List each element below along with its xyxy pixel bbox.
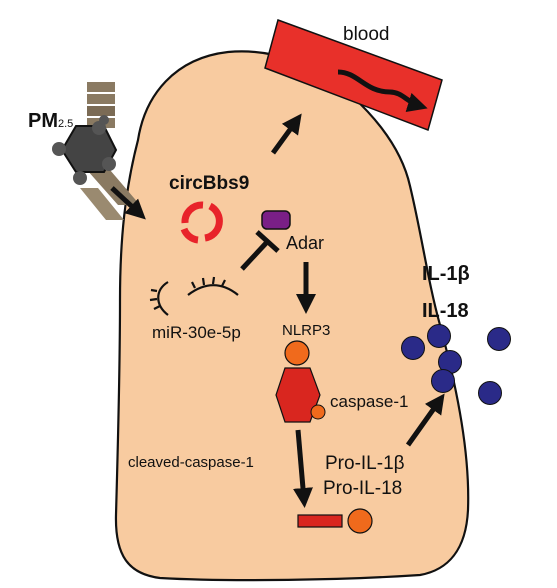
circbbs9-label: circBbs9 [169,173,249,194]
il1b-label: IL-1β [422,263,470,285]
pm25-label: PM2.5 [28,110,73,132]
mirna-icon [149,276,239,316]
arrow-to-cleaved-caspase1 [293,429,313,508]
adar-label: Adar [286,233,324,253]
cleaved-caspase1-icon [297,508,373,534]
blood-label: blood [343,24,390,45]
cytokine-particles [401,324,511,405]
arrow-cytokine-release [405,393,445,447]
il18-label: IL-18 [422,300,469,322]
blood-vessel [264,19,443,131]
nlrp3-label: NLRP3 [282,322,330,339]
pro-il18-label: Pro-IL-18 [323,478,402,499]
circbbs9-ring-icon [180,201,223,244]
adar-protein-icon [261,210,291,230]
nlrp3-inflammasome-icon [275,340,326,423]
pro-il1b-label: Pro-IL-1β [325,453,405,474]
arrow-pm-into-cell [110,186,146,220]
pm25-particle-icon [52,115,118,185]
mirna-label: miR-30e-5p [152,323,241,342]
inhibition-mirna-to-adar [240,230,280,271]
cleaved-caspase1-label: cleaved-caspase-1 [128,454,254,471]
arrow-cell-to-blood [270,113,302,155]
caspase1-label: caspase-1 [330,392,408,411]
